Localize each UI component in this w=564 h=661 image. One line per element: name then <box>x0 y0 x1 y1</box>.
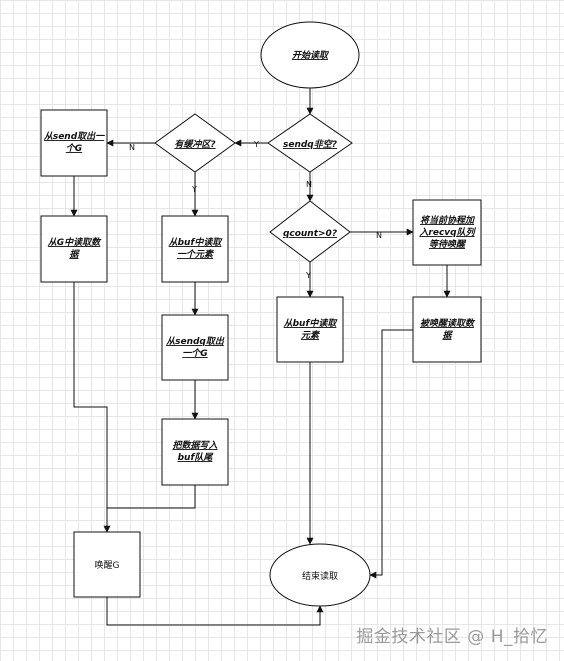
node-sendq-empty: sendq非空? <box>267 113 353 173</box>
write-buf-tail-line2: buf队尾 <box>178 452 214 463</box>
has-buffer-label: 有缓冲区? <box>174 139 215 150</box>
read-buf-elem-1-line1: 从buf中读取 <box>169 237 224 248</box>
read-from-g-line2: 据 <box>69 249 80 260</box>
write-buf-tail-line1: 把数据写入 <box>172 440 217 451</box>
node-read-buf-elem-2: 从buf中读取 元素 <box>276 296 344 363</box>
node-has-buffer: 有缓冲区? <box>154 113 236 173</box>
sendq-empty-label: sendq非空? <box>283 139 337 150</box>
enqueue-recvq-line2: 入recvq队列 <box>419 227 476 238</box>
qcount-check-label: qcount>0? <box>283 229 337 239</box>
woken-read-line1: 被唤醒读取数 <box>420 318 476 329</box>
read-buf-elem-2-line2: 元素 <box>301 330 321 341</box>
woken-read-line2: 据 <box>442 330 453 341</box>
edge-readg-to-wakeg <box>73 282 108 532</box>
take-g-from-send-line2: 个G <box>66 143 82 154</box>
start-label: 开始读取 <box>292 50 330 61</box>
edge-writebuf-to-wakeg <box>103 485 196 533</box>
label-qcount-yes: Y <box>305 271 311 280</box>
wake-g-label: 唤醒G <box>95 559 120 571</box>
take-g-from-sendq-line1: 从sendq取出 <box>166 336 225 347</box>
edge-wakeg-to-end <box>106 597 324 626</box>
node-start: 开始读取 <box>260 21 360 89</box>
node-take-g-from-sendq: 从sendq取出 一个G <box>161 314 229 381</box>
edge-woken-to-end <box>369 329 413 579</box>
end-label: 结束读取 <box>302 570 338 582</box>
node-write-buf-tail: 把数据写入 buf队尾 <box>161 418 229 486</box>
take-g-from-sendq-line2: 一个G <box>182 348 207 359</box>
node-read-buf-elem-1: 从buf中读取 一个元素 <box>161 215 229 283</box>
take-g-from-send-line1: 从send取出一 <box>44 131 105 142</box>
read-buf-elem-1-line2: 一个元素 <box>177 249 215 260</box>
node-end: 结束读取 <box>269 543 371 607</box>
label-buffer-yes: Y <box>191 185 197 194</box>
label-buffer-no: N <box>129 143 135 152</box>
label-sendq-no: N <box>306 180 312 189</box>
node-take-g-from-send: 从send取出一 个G <box>40 109 108 177</box>
enqueue-recvq-line3: 等待唤醒 <box>429 239 467 250</box>
label-qcount-no: N <box>376 231 382 240</box>
read-from-g-line1: 从G中读取数 <box>48 237 102 248</box>
node-enqueue-recvq: 将当前协程加 入recvq队列 等待唤醒 <box>412 199 482 266</box>
watermark: 掘金技术社区 @ H_拾忆 <box>356 627 548 647</box>
node-wake-g: 唤醒G <box>73 531 141 598</box>
label-sendq-yes: Y <box>253 140 259 149</box>
enqueue-recvq-line1: 将当前协程加 <box>420 215 476 226</box>
read-buf-elem-2-line1: 从buf中读取 <box>284 318 339 329</box>
node-read-from-g: 从G中读取数 据 <box>40 215 108 283</box>
node-qcount-check: qcount>0? <box>269 200 351 263</box>
node-woken-read: 被唤醒读取数 据 <box>412 296 482 363</box>
